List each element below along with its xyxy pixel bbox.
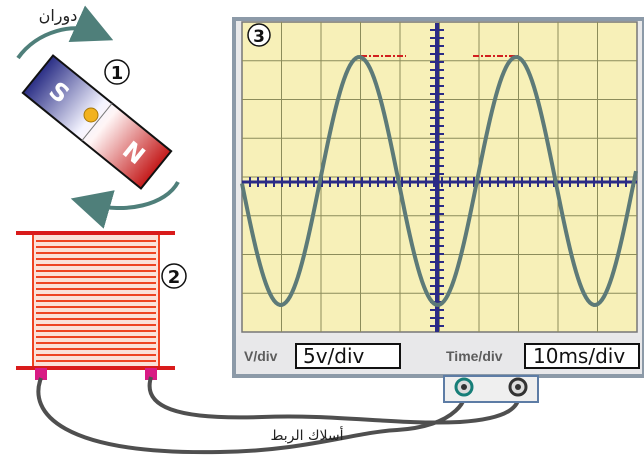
connection-wire-1: [36, 377, 468, 455]
rotation-arrow-top-icon: [16, 5, 114, 60]
badge-2: [161, 263, 187, 289]
badge-3-label: 3: [253, 27, 265, 47]
timediv-label: Time/div: [446, 348, 503, 364]
vdiv-value-box: [295, 343, 401, 369]
magnet-pivot-icon: [83, 107, 99, 123]
sine-wave: [240, 54, 638, 308]
magnet: S N: [21, 54, 173, 190]
oscilloscope: 3 V/div 5v/div Time/div 10ms/div: [232, 17, 644, 403]
badge-2-label: 2: [168, 267, 181, 288]
vdiv-label: V/div: [244, 348, 278, 364]
coil: [16, 231, 175, 380]
timediv-value: 10ms/div: [533, 344, 625, 368]
wires-label: أسلاك الربط: [270, 426, 343, 444]
badge-3: [247, 23, 271, 47]
badge-1-label: 1: [111, 63, 124, 84]
badge-1: [104, 59, 130, 85]
connection-wire-2: [147, 376, 522, 425]
rotation-arrow-bottom-icon: [70, 180, 180, 229]
vdiv-value: 5v/div: [303, 344, 365, 368]
timediv-value-box: [524, 343, 640, 369]
rotation-label: دوران: [39, 6, 78, 26]
